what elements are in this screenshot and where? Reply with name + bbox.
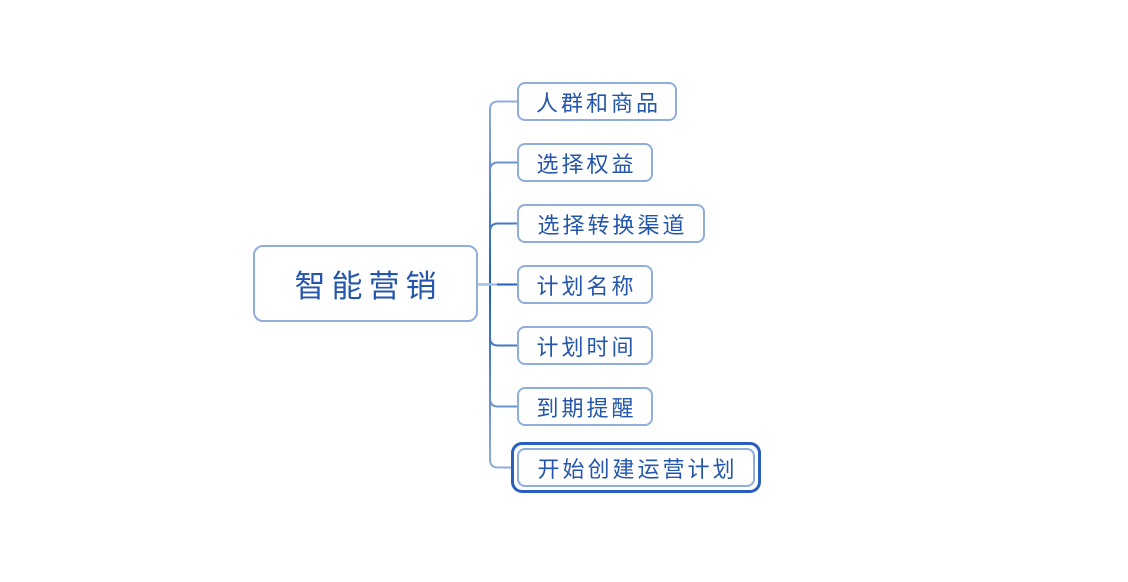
mindmap-node[interactable]: 计划名称 xyxy=(517,265,653,304)
mindmap-node[interactable]: 选择权益 xyxy=(517,143,653,182)
branch-line-3 xyxy=(489,222,517,285)
mindmap-node[interactable]: 开始创建运营计划 xyxy=(517,448,755,487)
branch-line-1 xyxy=(489,100,517,285)
mindmap-node[interactable]: 选择转换渠道 xyxy=(517,204,705,243)
branch-line-5 xyxy=(489,284,517,347)
branch-line-7 xyxy=(489,284,517,469)
mindmap-root-node[interactable]: 智能营销 xyxy=(253,245,478,322)
mindmap-node[interactable]: 到期提醒 xyxy=(517,387,653,426)
mindmap-node[interactable]: 计划时间 xyxy=(517,326,653,365)
mindmap-node[interactable]: 人群和商品 xyxy=(517,82,677,121)
selection-ring: 开始创建运营计划 xyxy=(511,442,761,493)
branch-line-2 xyxy=(489,161,517,285)
